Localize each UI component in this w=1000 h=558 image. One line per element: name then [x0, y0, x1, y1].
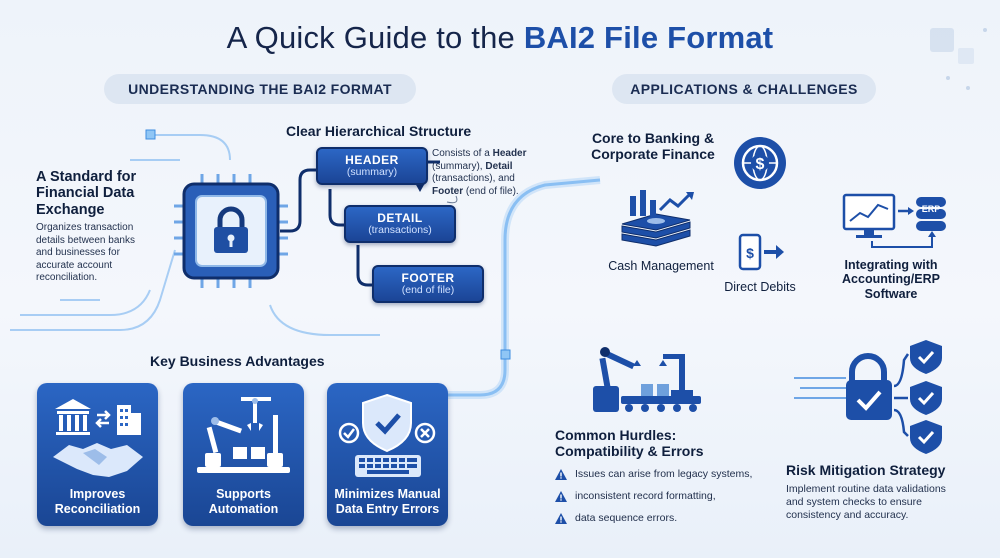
stage-detail: DETAIL (transactions) [344, 205, 456, 243]
bank-handshake-icon [53, 399, 143, 477]
page-title: A Quick Guide to the BAI2 File Format [226, 20, 774, 55]
cash-management-label: Cash Management [608, 259, 714, 273]
section-header-understanding: UNDERSTANDING THE BAI2 FORMAT [104, 74, 416, 104]
hurdles-heading: Common Hurdles: Compatibility & Errors [555, 427, 704, 460]
direct-debits-label: Direct Debits [724, 280, 796, 294]
stage-footer: FOOTER (end of file) [372, 265, 484, 303]
banking-heading: Core to Banking & Corporate Finance [591, 130, 715, 163]
hurdles-list: Issues can arise from legacy systems, in… [555, 468, 775, 524]
section-header-applications: APPLICATIONS & CHALLENGES [612, 74, 876, 104]
warning-icon [555, 512, 567, 524]
card-supports-automation: Supports Automation [183, 383, 304, 526]
hurdle-item: Issues can arise from legacy systems, [555, 468, 775, 480]
erp-monitor-icon [842, 193, 946, 248]
warning-icon [555, 490, 567, 502]
standard-description: Organizes transaction details between ba… [36, 222, 135, 283]
erp-label: Integrating with Accounting/ERP Software [842, 258, 940, 301]
advantages-heading: Key Business Advantages [150, 353, 325, 369]
card-improves-reconciliation: Improves Reconciliation [37, 383, 158, 526]
robot-assembly-icon [593, 347, 701, 412]
risk-heading: Risk Mitigation Strategy [786, 462, 946, 478]
hierarchy-note: Consists of a Header (summary), Detail (… [432, 148, 527, 197]
erp-badge: ERP [921, 204, 941, 214]
cash-stack-icon [621, 190, 694, 247]
stage-header: HEADER (summary) [316, 147, 428, 185]
standard-heading: A Standard for Financial Data Exchange [36, 169, 137, 218]
svg-text:$: $ [756, 156, 765, 173]
hierarchy-heading: Clear Hierarchical Structure [286, 123, 472, 139]
phone-dollar-icon: $ [738, 233, 784, 271]
svg-text:$: $ [746, 245, 754, 261]
hurdle-item: inconsistent record formatting, [555, 490, 775, 502]
warning-icon [555, 468, 567, 480]
globe-dollar-icon: $ [734, 137, 786, 189]
card-minimizes-errors: Minimizes Manual Data Entry Errors [327, 383, 448, 526]
risk-description: Implement routine data validations and s… [786, 483, 946, 522]
shield-keyboard-icon [338, 393, 436, 477]
lock-shields-icon [794, 340, 942, 454]
chip-lock-icon [174, 174, 288, 288]
robot-arms-icon [197, 397, 290, 473]
hurdle-item: data sequence errors. [555, 512, 775, 524]
